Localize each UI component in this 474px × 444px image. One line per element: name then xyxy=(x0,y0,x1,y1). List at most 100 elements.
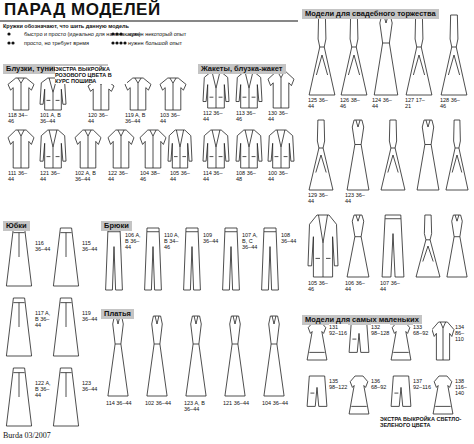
difficulty-dot xyxy=(7,41,10,44)
model-number: 132 98–128 xyxy=(371,324,390,336)
garment-line xyxy=(106,228,123,290)
garment-line xyxy=(348,55,359,75)
section-heading: Модели для свадебного торжества xyxy=(302,9,439,19)
model-number: 115 36–44 xyxy=(82,240,98,252)
model-number: 107 36–44 xyxy=(380,280,404,292)
garment-sketch xyxy=(268,72,294,108)
garment-sketch xyxy=(446,120,468,190)
garment-sketch xyxy=(8,130,34,168)
garment-line xyxy=(186,316,206,396)
garment-line xyxy=(446,120,468,190)
model-number: 126 38–46 xyxy=(340,97,364,109)
garment-sketch xyxy=(417,120,439,190)
garment-sketch xyxy=(145,228,162,290)
garment-line xyxy=(66,373,67,397)
garment-line xyxy=(284,156,288,157)
garment-line xyxy=(194,316,198,324)
garment-line xyxy=(8,130,34,168)
garment-line xyxy=(341,15,367,95)
garment-line xyxy=(455,215,459,221)
garment-line xyxy=(326,258,331,259)
garment-line xyxy=(66,233,67,257)
garment-line xyxy=(66,303,67,327)
garment-sketch xyxy=(203,72,229,108)
garment-sketch xyxy=(203,130,229,168)
garment-sketch xyxy=(53,368,78,426)
garment-line xyxy=(356,215,360,221)
garment-line xyxy=(262,228,279,290)
garment-line xyxy=(203,72,229,108)
garment-line xyxy=(212,72,220,88)
model-number: 105 36–44 xyxy=(170,170,194,182)
section-band: Брюки xyxy=(101,214,298,300)
difficulty-dot xyxy=(115,41,118,44)
garment-line xyxy=(160,78,186,110)
model-number: 114 36–44 xyxy=(106,400,132,406)
garment-line xyxy=(356,120,360,127)
garment-line xyxy=(223,228,240,290)
section-band: Платья xyxy=(101,302,298,432)
difficulty-dot xyxy=(115,32,118,35)
garment-line xyxy=(243,97,247,98)
garment-sketch xyxy=(307,322,327,360)
garment-sketch xyxy=(447,215,467,277)
legend-entry: нужен некоторый опыт xyxy=(110,31,186,37)
garment-line xyxy=(193,344,199,345)
garment-line xyxy=(275,156,279,157)
garment-line xyxy=(56,156,60,157)
garment-sketch xyxy=(6,228,31,286)
extra-pattern-note: ЭКСТРА ВЫКРОЙКА РОЗОВОГО ЦВЕТА В КУРС ПО… xyxy=(55,66,127,84)
garment-line xyxy=(323,243,324,277)
garment-line xyxy=(236,72,262,108)
garment-line xyxy=(53,368,78,426)
garment-line xyxy=(252,156,256,157)
model-number: 137 92–116 xyxy=(413,378,432,390)
garment-line xyxy=(56,100,60,101)
garment-sketch xyxy=(6,298,31,356)
section-band: Жакеты, блузка-жакет xyxy=(198,57,298,212)
garment-line xyxy=(268,130,294,168)
model-number: 102 A, B 36–44 xyxy=(75,170,99,182)
legend-entry: нужен большой опыт xyxy=(110,40,182,46)
difficulty-dot xyxy=(111,32,114,35)
garment-sketch xyxy=(391,376,411,406)
garment-sketch xyxy=(236,72,262,108)
garment-line xyxy=(115,344,121,345)
garment-sketch xyxy=(108,316,128,396)
garment-sketch xyxy=(433,376,453,414)
garment-sketch xyxy=(184,228,201,290)
garment-line xyxy=(176,130,183,147)
model-number: 104 36–44 xyxy=(262,400,288,406)
garment-line xyxy=(173,83,174,110)
garment-line xyxy=(225,316,245,396)
garment-line xyxy=(19,233,20,257)
model-number: 119 A, B 36–44 xyxy=(125,112,149,124)
difficulty-dots xyxy=(110,31,128,37)
model-number: 134 86–110 xyxy=(455,324,472,342)
model-number: 120 36–44 xyxy=(88,112,112,124)
difficulty-dot xyxy=(7,32,10,35)
model-number: 118 34–46 xyxy=(8,112,32,124)
garment-line xyxy=(154,344,160,345)
legend-text: нужен большой опыт xyxy=(128,40,182,46)
difficulty-dot xyxy=(123,41,126,44)
garment-sketch xyxy=(106,228,123,290)
section-heading: Жакеты, блузка-жакет xyxy=(198,64,286,74)
garment-sketch xyxy=(160,78,186,110)
model-number: 136 68–92 xyxy=(371,378,390,390)
model-number: 110 A, B 34–46 xyxy=(164,232,181,250)
garment-line xyxy=(355,144,361,145)
garment-line xyxy=(18,78,24,83)
garment-line xyxy=(417,120,439,190)
garment-line xyxy=(406,15,432,95)
garment-sketch xyxy=(8,78,34,110)
model-number: 106 36–44 xyxy=(345,280,369,292)
garment-line xyxy=(320,47,324,48)
garment-line xyxy=(6,228,31,286)
garment-sketch xyxy=(349,376,369,414)
garment-line xyxy=(108,231,120,232)
garment-sketch xyxy=(382,215,404,277)
garment-sketch xyxy=(75,130,101,168)
garment-sketch xyxy=(225,316,245,396)
model-number: 109 36–44 xyxy=(203,232,220,244)
